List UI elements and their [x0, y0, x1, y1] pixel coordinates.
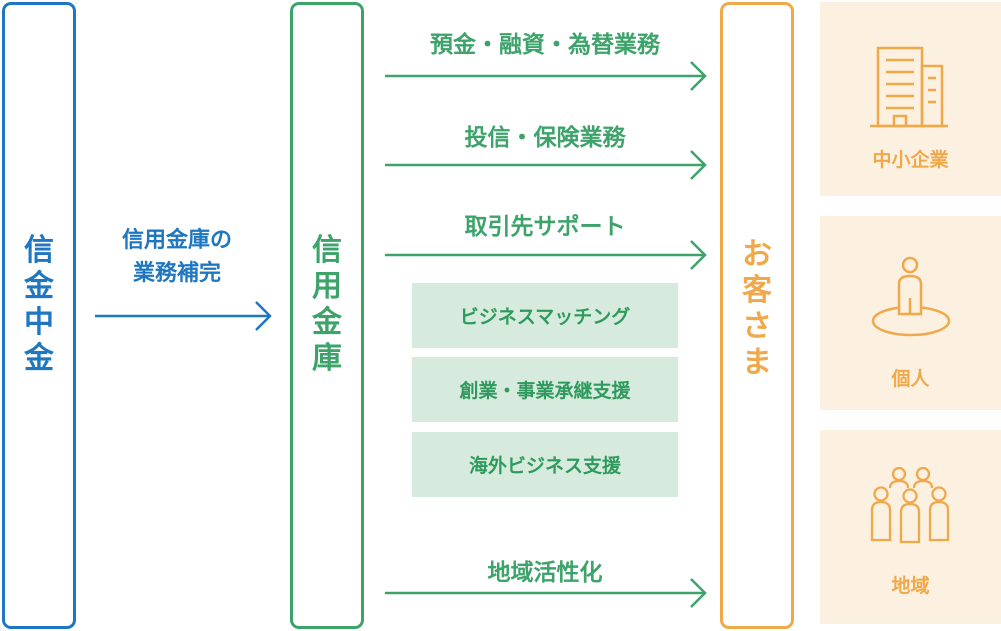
- community-icon: [870, 466, 950, 544]
- customers-label: お 客 さ ま: [742, 237, 772, 380]
- customer-type-sme-label: 中小企業: [872, 149, 949, 171]
- service-investment-label: 投信・保険業務: [464, 125, 626, 151]
- customer-type-individual: 個人: [820, 216, 1001, 410]
- customer-type-individual-label: 個人: [891, 368, 930, 390]
- support-item-business-matching: ビジネスマッチング: [412, 283, 678, 348]
- shinkin-bank-label: 信 用 金 庫: [312, 233, 342, 376]
- support-item-overseas-business: 海外ビジネス支援: [412, 432, 678, 497]
- support-item-startup-succession: 創業・事業承継支援: [412, 357, 678, 422]
- building-icon: [870, 46, 948, 128]
- customers-box: [720, 2, 794, 629]
- shinkin-chukin-label: 信 金 中 金: [24, 233, 54, 376]
- person-icon: [871, 256, 951, 337]
- customer-type-sme: 中小企業: [820, 2, 1001, 196]
- shinkin-chukin-box: [2, 2, 76, 629]
- service-community-label: 地域活性化: [487, 560, 603, 586]
- customer-type-community: 地域: [820, 430, 1001, 624]
- service-deposit-label: 預金・融資・為替業務: [430, 32, 660, 58]
- service-client-support-label: 取引先サポート: [464, 214, 626, 240]
- supplement-label: 信用金庫の 業務補完: [121, 228, 232, 286]
- customer-type-community-label: 地域: [891, 575, 930, 597]
- shinkin-bank-box: [290, 2, 364, 629]
